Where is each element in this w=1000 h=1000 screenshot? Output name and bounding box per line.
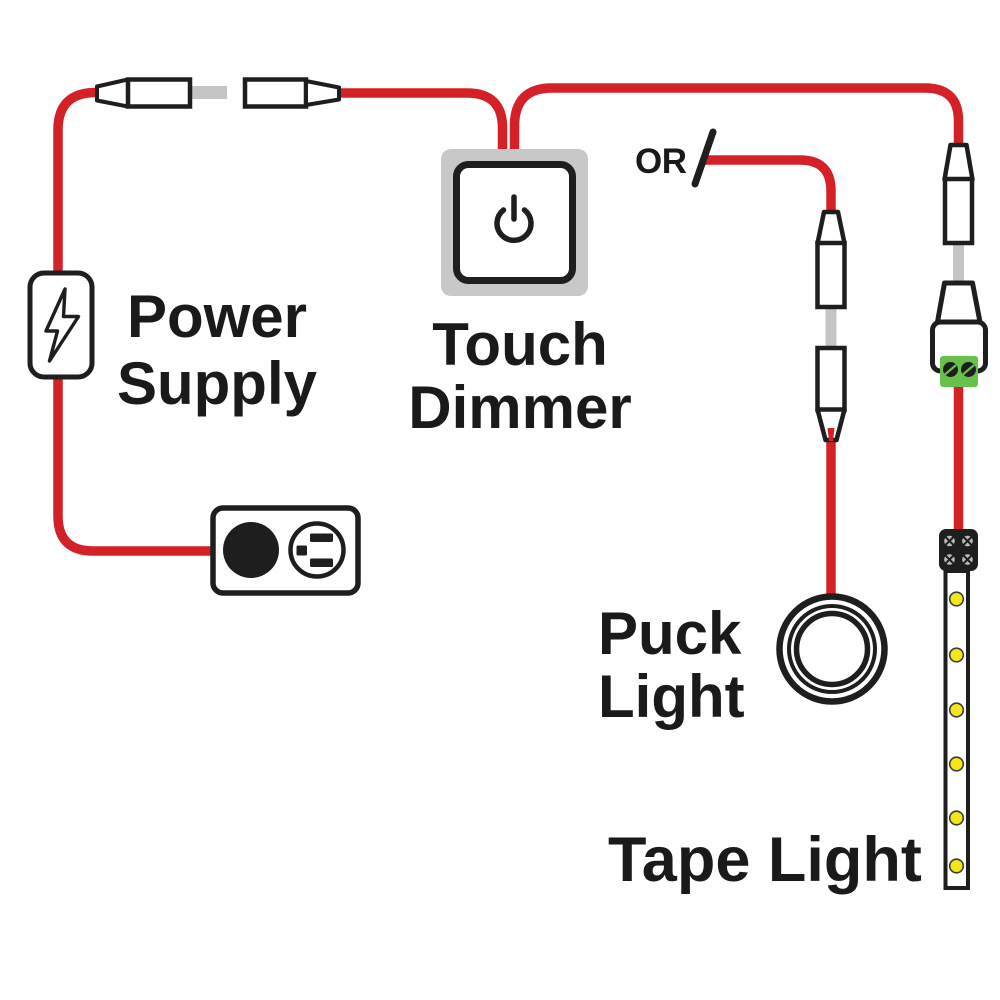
male-connector-body — [815, 240, 847, 310]
wire-tip — [827, 428, 835, 441]
female-connector-body — [125, 77, 193, 109]
male-connector-body — [242, 77, 309, 109]
led-icon — [948, 858, 965, 874]
dimmer-face — [453, 161, 576, 284]
led-icon — [948, 591, 965, 607]
female-connector-taper — [95, 77, 130, 109]
tape-connector-chain — [930, 142, 988, 387]
power-symbol-icon — [494, 194, 534, 244]
wire-or-to-puck-branch — [702, 155, 836, 216]
connector-pin-stub — [188, 86, 227, 99]
wire-dimmer-to-tape-branch — [509, 83, 964, 158]
male-connector-body — [942, 176, 975, 246]
power-supply-box — [27, 270, 95, 380]
touch-dimmer-label-line1: Touch — [432, 311, 608, 378]
touch-dimmer-label-line2: Dimmer — [408, 374, 632, 441]
led-icon — [948, 702, 965, 718]
led-icon — [948, 756, 965, 772]
connector-pin-stub — [825, 300, 837, 348]
lightning-bolt-icon — [44, 287, 81, 363]
tape-strip — [943, 569, 970, 890]
plug-icon — [223, 522, 279, 578]
led-icon — [948, 647, 965, 663]
male-connector-taper — [942, 142, 975, 182]
led-icon — [948, 810, 965, 826]
male-connector-taper — [304, 79, 341, 107]
wall-outlet — [210, 505, 361, 596]
screw-terminal-adapter — [930, 280, 988, 387]
puck-light-label-line1: Puck — [598, 600, 742, 667]
or-label: OR — [635, 142, 687, 181]
puck-light — [776, 593, 888, 705]
puck-light-label-line2: Light — [598, 663, 745, 730]
wire-powersupply-to-outlet — [53, 340, 215, 556]
puck-light-label: Puck Light — [598, 602, 745, 728]
tape-connector-screws — [942, 533, 975, 567]
inline-connector-pair — [95, 77, 341, 109]
touch-dimmer-label: Touch Dimmer — [389, 313, 651, 439]
tape-leds — [948, 591, 965, 874]
tape-light-label: Tape Light — [608, 825, 922, 895]
wire-powersupply-to-connector — [53, 87, 101, 340]
slash-mark-icon — [691, 128, 717, 188]
male-connector-taper — [815, 209, 847, 246]
tape-light — [939, 529, 978, 890]
wire-connector-to-dimmer — [336, 88, 508, 158]
puck-connector-pair — [815, 209, 847, 443]
female-connector-taper — [815, 407, 847, 443]
wires — [53, 83, 964, 598]
power-supply-label-line2: Supply — [116, 350, 317, 417]
touch-dimmer — [441, 149, 588, 296]
connector-pin-stub — [953, 240, 964, 284]
power-supply-label: Power Supply — [88, 283, 346, 417]
power-supply-label-line1: Power — [126, 283, 308, 350]
outlet-socket-icon — [288, 521, 346, 579]
female-connector-body — [815, 345, 847, 413]
